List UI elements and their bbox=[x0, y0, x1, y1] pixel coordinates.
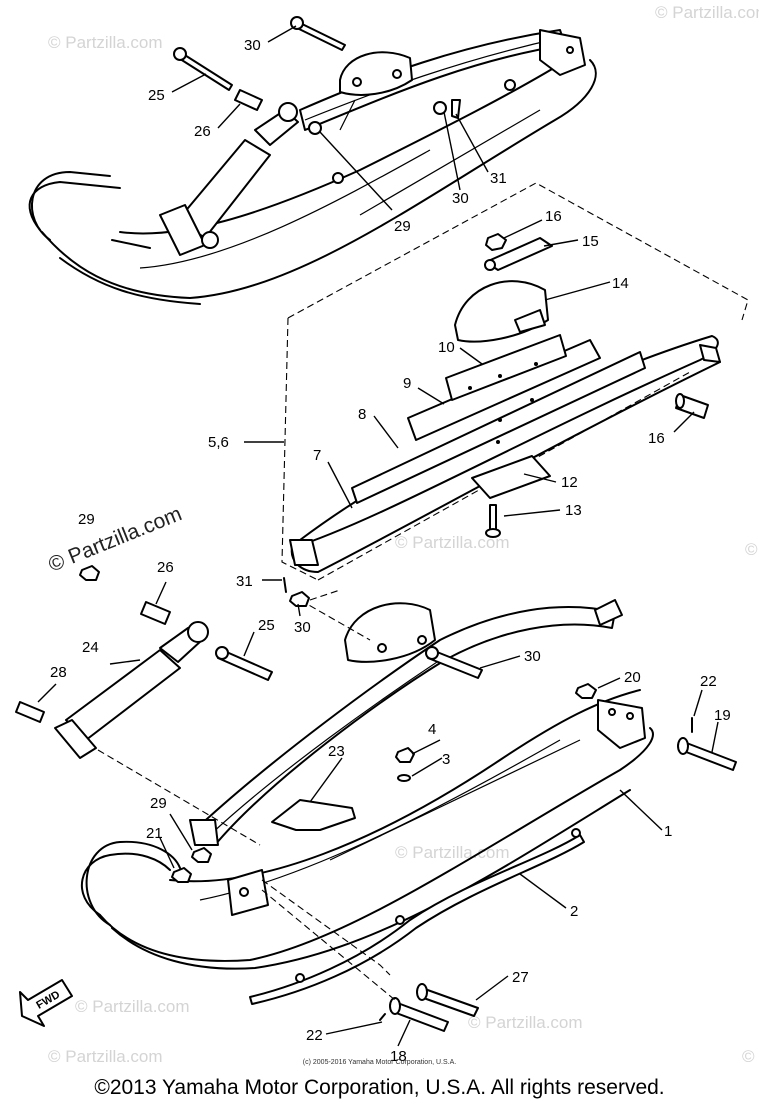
callout-21: 22 bbox=[306, 1027, 323, 1044]
callout-7: 7 bbox=[313, 447, 321, 464]
callout-25: 26 bbox=[157, 559, 174, 576]
callout-26: 27 bbox=[512, 969, 529, 986]
callout-8: 8 bbox=[358, 406, 366, 423]
callout-25: 26 bbox=[194, 123, 211, 140]
callout-3: 3 bbox=[442, 751, 450, 768]
callout-28: 29 bbox=[150, 795, 167, 812]
watermark: © Partzilla.com bbox=[395, 533, 510, 552]
watermark: © Partzilla.com bbox=[655, 3, 759, 22]
callout-28: 29 bbox=[394, 218, 411, 235]
watermark: © Partzilla.com bbox=[75, 997, 190, 1016]
watermark: © Partzilla.com bbox=[742, 1047, 759, 1066]
callout-12: 13 bbox=[565, 502, 582, 519]
callout-30: 30 bbox=[452, 190, 469, 207]
watermark-group: © Partzilla.com © Partzilla.com © Partzi… bbox=[45, 3, 759, 1066]
callout-23: 24 bbox=[82, 639, 99, 656]
callout-22: 23 bbox=[328, 743, 345, 760]
callout-24: 25 bbox=[148, 87, 165, 104]
callout-21: 22 bbox=[700, 673, 717, 690]
copyright-notice: ©2013 Yamaha Motor Corporation, U.S.A. A… bbox=[94, 1076, 665, 1099]
callout-9: 9 bbox=[403, 375, 411, 392]
callout-11: 12 bbox=[561, 474, 578, 491]
callout-29: 30 bbox=[244, 37, 261, 54]
callout-13: 14 bbox=[612, 275, 629, 292]
callout-17: 18 bbox=[390, 1048, 407, 1065]
callout-numbers: 30 25 26 29 30 31 16 15 14 10 9 8 7 5,6 … bbox=[50, 37, 731, 1065]
callout-20: 21 bbox=[146, 825, 163, 842]
callout-18: 19 bbox=[714, 707, 731, 724]
watermark: © Partzilla.com bbox=[468, 1013, 583, 1032]
callout-24: 25 bbox=[258, 617, 275, 634]
callout-27: 28 bbox=[50, 664, 67, 681]
callout-4: 4 bbox=[428, 721, 436, 738]
watermark: © Partzilla.com bbox=[48, 33, 163, 52]
callout-1: 1 bbox=[664, 823, 672, 840]
callout-29: 30 bbox=[524, 648, 541, 665]
callout-14: 15 bbox=[582, 233, 599, 250]
watermark: © Partzilla.com bbox=[48, 1047, 163, 1066]
watermark: © Partzilla.com bbox=[745, 540, 759, 559]
callout-31: 31 bbox=[236, 573, 253, 590]
callout-leaders bbox=[37, 25, 719, 1047]
small-copyright: (c) 2005-2016 Yamaha Motor Corporation, … bbox=[302, 1059, 457, 1066]
top-loose-parts bbox=[173, 16, 346, 111]
top-ski-assembly bbox=[28, 29, 597, 305]
callout-19: 20 bbox=[624, 669, 641, 686]
callout-10: 10 bbox=[438, 339, 455, 356]
bottom-loose-parts bbox=[15, 565, 483, 759]
callout-16: 16 bbox=[648, 430, 665, 447]
bottom-ski-assembly bbox=[81, 589, 737, 1032]
callout-15: 16 bbox=[545, 208, 562, 225]
callout-30: 30 bbox=[294, 619, 311, 636]
callout-5-6: 5,6 bbox=[208, 434, 229, 451]
fwd-arrow-icon: FWD bbox=[19, 979, 73, 1027]
callout-28: 29 bbox=[78, 511, 95, 528]
callout-2: 2 bbox=[570, 903, 578, 920]
callout-31: 31 bbox=[490, 170, 507, 187]
watermark: © Partzilla.com bbox=[395, 843, 510, 862]
leaf-spring-exploded bbox=[281, 182, 749, 581]
